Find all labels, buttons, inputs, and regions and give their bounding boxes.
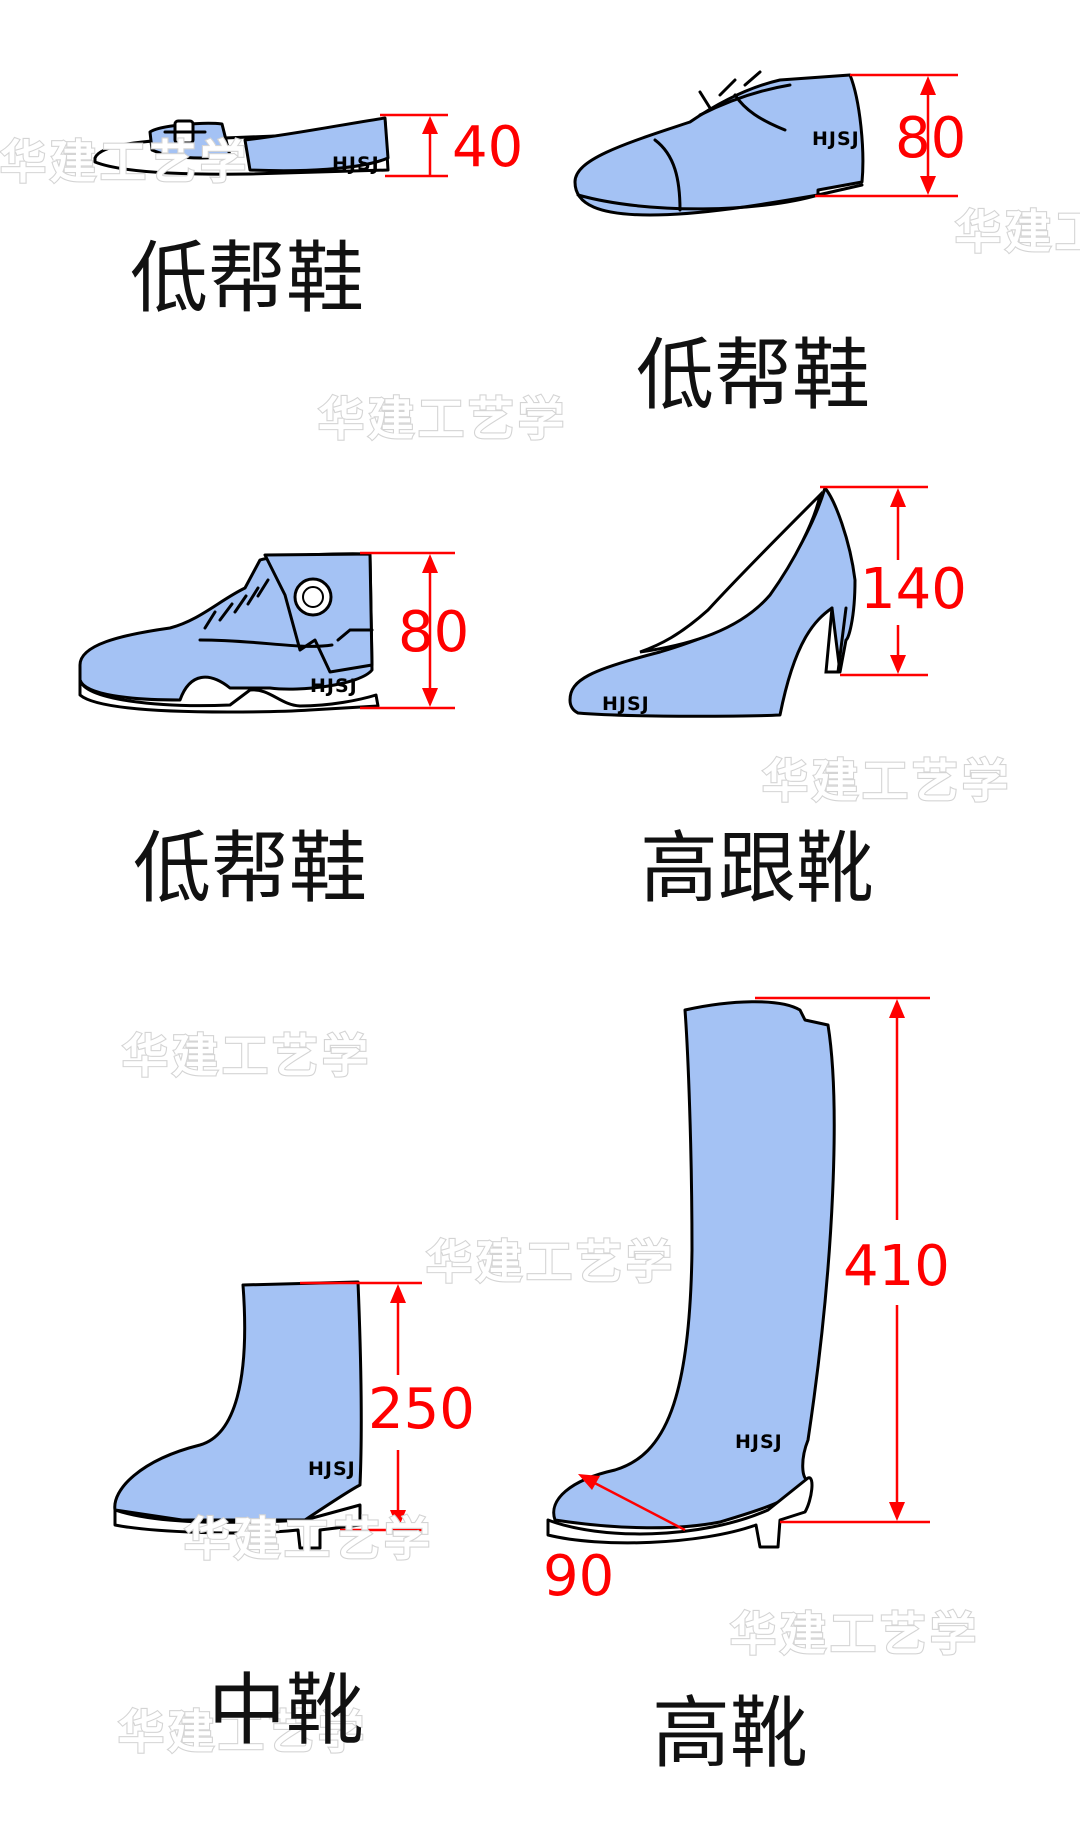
- caption-high-heel: 高跟靴: [640, 824, 875, 914]
- high-heel-illustration: HJSJ: [568, 486, 857, 718]
- dimension-label: 410: [843, 1234, 950, 1299]
- watermark: 华建工艺学: [955, 205, 1080, 259]
- dimension-40: 40: [380, 113, 523, 180]
- mid-boot-illustration: HJSJ: [113, 1280, 363, 1550]
- watermark: 华建工艺学: [118, 1705, 368, 1759]
- brand-label: HJSJ: [308, 1458, 356, 1480]
- brand-label: HJSJ: [332, 153, 380, 175]
- dimension-250: 250: [300, 1281, 475, 1532]
- brand-label: HJSJ: [310, 675, 358, 697]
- dimension-label: 140: [860, 557, 967, 622]
- caption-tall-boot: 高靴: [652, 1689, 809, 1779]
- oxford-shoe-illustration: HJSJ: [573, 70, 865, 217]
- watermark: 华建工艺学: [318, 392, 568, 446]
- dimension-label: 80: [398, 600, 469, 665]
- brand-label: HJSJ: [735, 1431, 783, 1453]
- caption-oxford: 低帮鞋: [636, 331, 871, 421]
- dimension-label: 250: [368, 1377, 475, 1442]
- sandal-illustration: HJSJ: [93, 116, 390, 176]
- watermark: 华建工艺学: [184, 1512, 434, 1566]
- watermark: 华建工艺学: [762, 754, 1012, 808]
- brand-label: HJSJ: [602, 693, 650, 715]
- dimension-label: 80: [895, 106, 966, 171]
- dimension-label: 40: [452, 115, 523, 180]
- caption-mid-boot: 中靴: [208, 1666, 365, 1756]
- watermarks: 华建工艺学 华建工艺学 华建工艺学 华建工艺学 华建工艺学 华建工艺学 华建工艺…: [0, 134, 1080, 1760]
- watermark: 华建工艺学: [0, 135, 250, 189]
- dimension-140: 140: [820, 485, 967, 677]
- sneaker-illustration: HJSJ: [78, 552, 380, 714]
- watermark: 华建工艺学: [426, 1235, 676, 1289]
- watermark: 华建工艺学: [122, 1029, 372, 1083]
- caption-sandal: 低帮鞋: [130, 234, 365, 324]
- watermark: 华建工艺学: [730, 1607, 980, 1661]
- tall-boot-illustration: HJSJ: [546, 1000, 836, 1549]
- dimension-80-sneaker: 80: [360, 551, 469, 710]
- caption-sneaker: 低帮鞋: [133, 824, 368, 914]
- dimension-410: 410: [755, 996, 950, 1524]
- dimension-label: 90: [543, 1544, 614, 1609]
- dimension-90: 90: [543, 1474, 686, 1609]
- dimension-80-oxford: 80: [815, 73, 966, 198]
- brand-label: HJSJ: [812, 128, 860, 150]
